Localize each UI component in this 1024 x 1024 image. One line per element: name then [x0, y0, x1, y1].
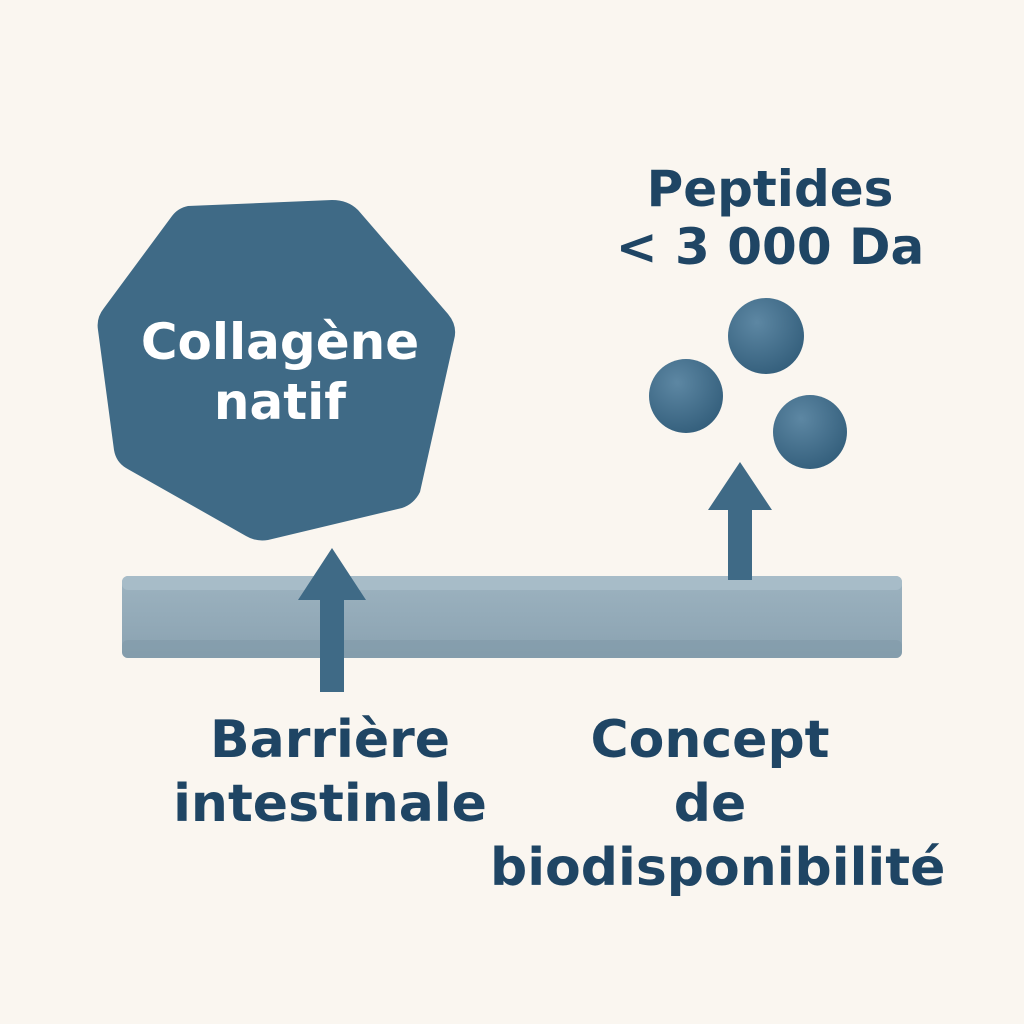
- native-collagen-label: Collagène natif: [120, 312, 440, 432]
- native-collagen-line2: natif: [213, 373, 347, 431]
- concept-line1: Concept: [590, 710, 830, 770]
- native-collagen-shape: [97, 200, 456, 541]
- concept-line2: de: [673, 774, 747, 834]
- peptides-line1: Peptides: [646, 160, 894, 218]
- peptide-sphere: [773, 395, 847, 469]
- bioavailability-concept-label: Concept de biodisponibilité: [490, 708, 946, 900]
- peptides-line2: < 3 000 Da: [615, 218, 925, 276]
- barrier-line2: intestinale: [173, 774, 487, 834]
- absorption-arrow-icon: [708, 462, 772, 580]
- peptide-spheres: [649, 298, 847, 469]
- peptide-sphere: [649, 359, 723, 433]
- intestinal-barrier-bar: [122, 576, 902, 658]
- peptides-label: Peptides < 3 000 Da: [600, 160, 940, 276]
- barrier-label: Barrière intestinale: [150, 708, 510, 836]
- peptide-sphere: [728, 298, 804, 374]
- barrier-line1: Barrière: [209, 710, 451, 770]
- barrier-arrow-icon: [298, 548, 366, 692]
- concept-line3: biodisponibilité: [490, 838, 946, 898]
- native-collagen-line1: Collagène: [140, 313, 420, 371]
